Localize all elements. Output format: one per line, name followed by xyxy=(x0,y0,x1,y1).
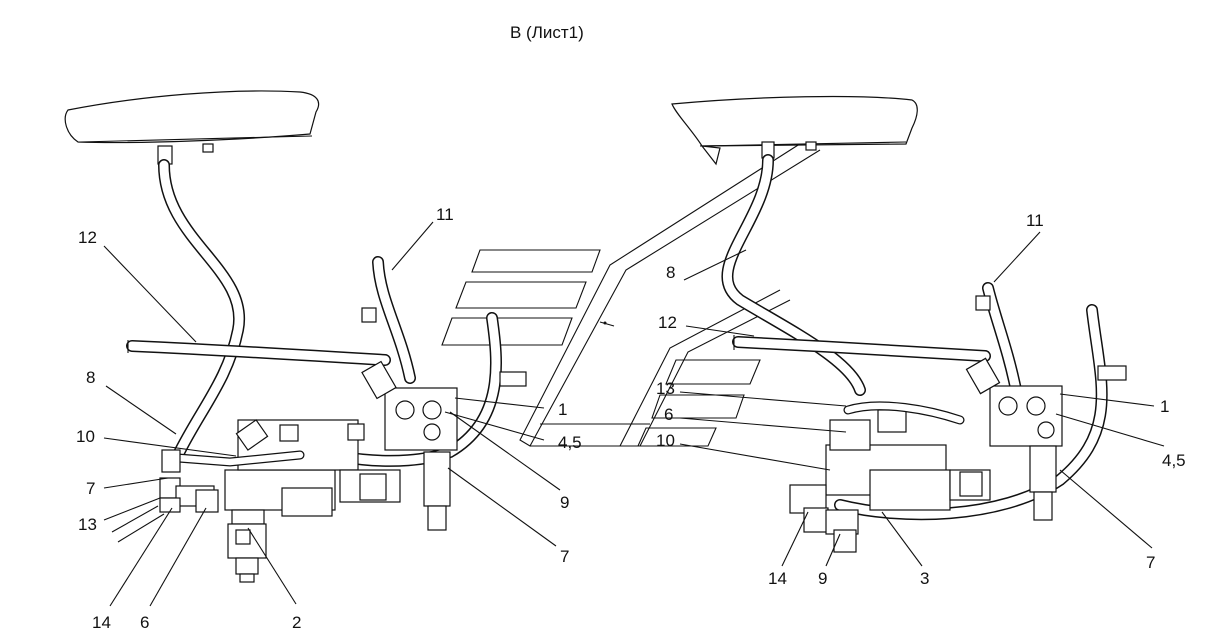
callout-left-10: 10 xyxy=(76,427,95,446)
callout-right-8: 8 xyxy=(666,263,675,282)
callout-right-6: 6 xyxy=(664,405,673,424)
callout-right-14: 14 xyxy=(768,569,787,588)
callout-left-12: 12 xyxy=(78,228,97,247)
callout-left-13: 13 xyxy=(78,515,97,534)
callout-right-12: 12 xyxy=(658,313,677,332)
right-seat xyxy=(671,95,918,147)
callout-left-9: 9 xyxy=(560,493,569,512)
callout-left-1: 1 xyxy=(558,400,567,419)
right-assembly xyxy=(671,95,1127,553)
callout-right-11: 11 xyxy=(1026,211,1044,230)
callout-right-3: 3 xyxy=(920,569,929,588)
left-seat xyxy=(64,90,320,144)
callout-left-8: 8 xyxy=(86,368,95,387)
left-callouts: 12 11 8 10 7 13 14 6 2 1 4,5 9 7 xyxy=(76,205,582,632)
callout-left-2: 2 xyxy=(292,613,301,632)
callout-left-7b: 7 xyxy=(560,547,569,566)
callout-left-4-5: 4,5 xyxy=(558,433,582,452)
callout-left-7: 7 xyxy=(86,479,95,498)
callout-right-1: 1 xyxy=(1160,397,1169,416)
callout-left-6: 6 xyxy=(140,613,149,632)
view-title: B (Лист1) xyxy=(510,23,584,42)
callout-right-4-5: 4,5 xyxy=(1162,451,1186,470)
right-callouts: 11 8 12 13 6 10 1 4,5 7 14 9 3 xyxy=(656,211,1186,588)
callout-right-7: 7 xyxy=(1146,553,1155,572)
callout-left-14: 14 xyxy=(92,613,111,632)
left-leader-lines xyxy=(103,221,561,607)
right-leader-lines xyxy=(679,231,1165,567)
left-assembly xyxy=(64,90,527,583)
callout-right-13: 13 xyxy=(656,379,675,398)
callout-right-9: 9 xyxy=(818,569,827,588)
callout-left-11: 11 xyxy=(436,205,454,224)
callout-right-10: 10 xyxy=(656,431,675,450)
